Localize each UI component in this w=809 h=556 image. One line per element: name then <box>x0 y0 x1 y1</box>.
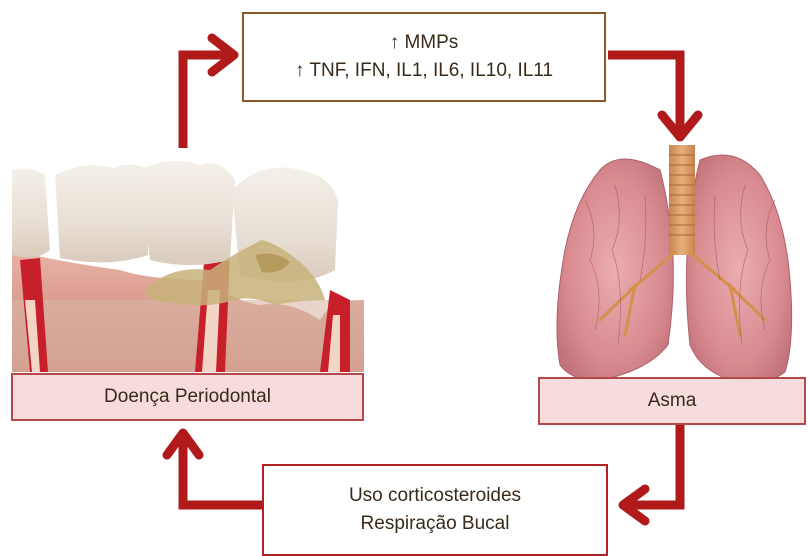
arrow-teeth-to-top-box <box>183 55 232 148</box>
mmps-text: ↑ MMPs <box>390 29 459 58</box>
lungs-illustration <box>557 145 792 383</box>
cytokines-box: ↑ MMPs ↑ TNF, IFN, IL1, IL6, IL10, IL11 <box>242 12 606 102</box>
asthma-label: Asma <box>538 377 806 425</box>
risk-factors-box: Uso corticosteroides Respiração Bucal <box>262 464 608 556</box>
periodontal-disease-label: Doença Periodontal <box>11 373 364 421</box>
asthma-text: Asma <box>648 390 697 412</box>
corticosteroids-text: Uso corticosteroides <box>349 482 521 511</box>
cytokines-text: ↑ TNF, IFN, IL1, IL6, IL10, IL11 <box>295 57 553 86</box>
periodontal-teeth-illustration <box>12 161 364 372</box>
periodontal-disease-text: Doença Periodontal <box>104 386 271 408</box>
mouth-breathing-text: Respiração Bucal <box>361 510 510 539</box>
